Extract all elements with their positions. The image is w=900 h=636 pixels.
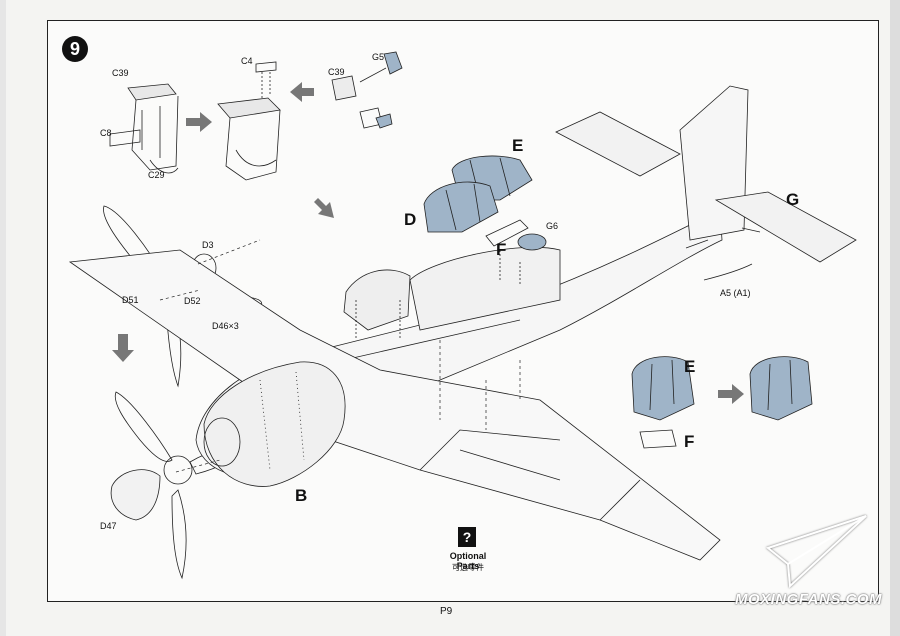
gunsight-parts (485, 219, 547, 284)
armor-plate-part (331, 51, 403, 129)
optional-parts-subtitle: 可选零件 (452, 563, 484, 572)
callout-g-stabilizer: G (786, 190, 800, 209)
part-label-d46: D46×3 (212, 321, 239, 331)
propeller-installed (110, 391, 247, 580)
process-arrows (112, 82, 744, 404)
canopy-parts (423, 155, 533, 233)
callout-b-cowling: B (295, 486, 308, 505)
part-label-c29: C29 (148, 170, 165, 180)
scan-edge-right (890, 0, 900, 636)
optional-parts-title: Optional Parts (449, 551, 487, 571)
canopy-inset (631, 356, 813, 449)
tail-assembly (555, 85, 857, 281)
callout-d-canopy: D (404, 210, 417, 229)
part-label-a5: A5 (A1) (720, 288, 751, 298)
assembly-guide-lines (159, 239, 521, 473)
engine-cowling (203, 361, 346, 487)
callout-e-inset: E (684, 357, 696, 376)
optional-parts-icon: ? (458, 527, 476, 547)
part-label-g5: G5 (372, 52, 385, 62)
part-label-c4: C4 (241, 56, 253, 66)
callout-f-gunsight: F (496, 240, 507, 259)
step-number-badge: 9 (62, 36, 88, 62)
page-number: P9 (440, 606, 453, 617)
part-label-d3: D3 (202, 240, 214, 250)
part-label-c8: C8 (100, 128, 112, 138)
armor-headrest (343, 269, 411, 340)
part-label-d52: D52 (184, 296, 201, 306)
scan-edge-left (0, 0, 6, 636)
watermark-plane (765, 515, 867, 589)
cockpit-tub-complete (217, 61, 281, 181)
callout-f-inset: F (684, 432, 695, 451)
part-label-g6: G6 (546, 221, 559, 231)
part-label-c39: C39 (112, 68, 129, 78)
part-label-c39-right: C39 (328, 67, 345, 77)
callout-e-canopy: E (512, 136, 524, 155)
part-label-d51: D51 (122, 295, 139, 305)
watermark-text: MOXINGFANS.COM (735, 591, 883, 608)
cockpit-tub-subassembly (109, 83, 179, 174)
part-label-d47: D47 (100, 521, 117, 531)
